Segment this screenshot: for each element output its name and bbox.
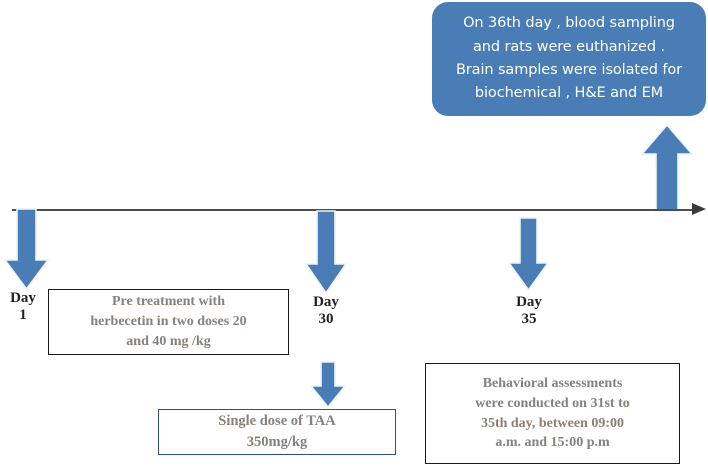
callout-line-3: Brain samples were isolated for xyxy=(455,62,683,78)
day-label-1: Day 1 xyxy=(10,290,36,323)
timeline-axis xyxy=(12,209,694,211)
behavior-line-4: a.m. and 15:00 p.m xyxy=(495,435,610,451)
taa-line-1: Single dose of TAA xyxy=(218,413,336,430)
down-arrow-day-35 xyxy=(508,217,549,291)
pretreatment-line-2: herbecetin in two doses 20 xyxy=(90,314,247,330)
behavior-line-2: were conducted on 31st to xyxy=(475,395,630,411)
taa-line-2: 350mg/kg xyxy=(246,434,308,450)
callout-line-2: and rats were euthanized . xyxy=(473,38,665,55)
callout-line-4: biochemical , H&E and EM xyxy=(474,85,664,102)
day-label-35: Day 35 xyxy=(516,294,542,327)
timeline-arrowhead-icon xyxy=(692,203,706,215)
taa-dose-box: Single dose of TAA 350mg/kg xyxy=(158,409,396,455)
callout-line-1: On 36th day , blood sampling xyxy=(463,15,675,32)
down-arrow-to-taa xyxy=(310,361,346,408)
down-arrow-day-30 xyxy=(305,210,347,294)
behavior-line-3: 35th day, between 09:00 xyxy=(480,415,625,431)
behavioral-assessment-box: Behavioral assessments were conducted on… xyxy=(425,363,680,464)
callout-day36: On 36th day , blood sampling and rats we… xyxy=(432,2,706,116)
behavior-line-1: Behavioral assessments xyxy=(482,375,623,391)
pretreatment-line-3: and 40 mg /kg xyxy=(126,333,211,349)
down-arrow-day-1 xyxy=(4,208,49,290)
up-arrow-to-callout xyxy=(641,124,693,212)
day-label-30: Day 30 xyxy=(313,294,339,327)
pretreatment-line-1: Pre treatment with xyxy=(112,294,225,310)
pretreatment-box: Pre treatment with herbecetin in two dos… xyxy=(48,289,289,355)
